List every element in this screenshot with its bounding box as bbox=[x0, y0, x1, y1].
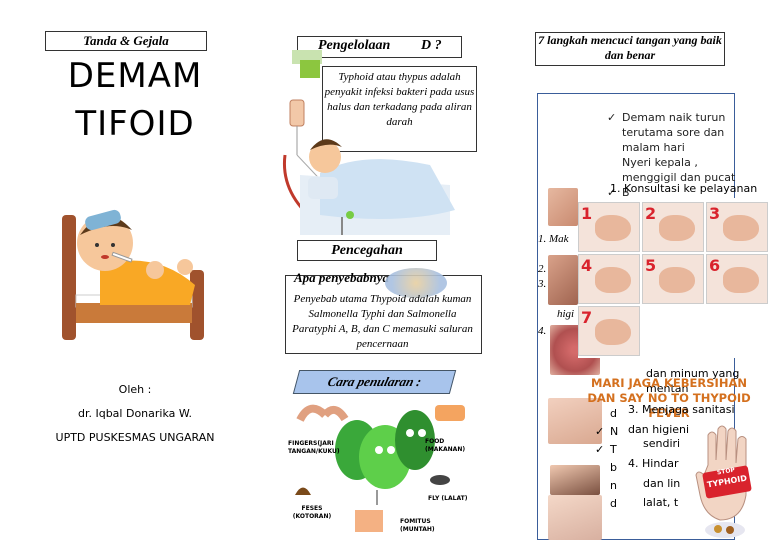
step-number: 4 bbox=[581, 256, 593, 275]
label-feces: FESES (KOTORAN) bbox=[292, 505, 332, 520]
side-letter: b bbox=[610, 461, 617, 474]
symptom-item: B bbox=[607, 185, 737, 200]
step-number: 3 bbox=[709, 204, 721, 223]
author-name: dr. Iqbal Donarika W. bbox=[77, 407, 192, 420]
handwash-title: 7 langkah mencuci tangan yang baik dan b… bbox=[535, 32, 725, 66]
green-accent-square bbox=[300, 60, 320, 78]
left-fragment-1: 1. Mak bbox=[538, 233, 569, 245]
cause-box bbox=[285, 275, 482, 354]
step-number: 5 bbox=[645, 256, 657, 275]
step-number: 2 bbox=[645, 204, 657, 223]
left-fragment-2: 2. bbox=[538, 263, 547, 275]
prevention-text-f: lalat, t bbox=[643, 496, 679, 509]
virus-badge bbox=[385, 268, 447, 298]
management-title: Pengelolaan bbox=[318, 38, 391, 53]
prevention-text-c: sendiri bbox=[643, 437, 681, 450]
cause-title: Apa penyebabnya bbox=[294, 270, 389, 285]
step-card-6: 6 bbox=[706, 254, 768, 304]
left-fragment-4: higi bbox=[557, 308, 575, 320]
stop-typhoid-sign bbox=[695, 425, 752, 538]
photo-hand-rash bbox=[548, 188, 578, 226]
prevention-text-e: dan lin bbox=[643, 477, 681, 490]
side-letter: T bbox=[595, 441, 624, 459]
organization-name: UPTD PUSKESMAS UNGARAN bbox=[55, 431, 215, 444]
photo-back bbox=[548, 495, 602, 540]
tag-tanda-gejala: Tanda & Gejala bbox=[45, 31, 207, 51]
photo-arm bbox=[548, 398, 602, 444]
prevention-title: Pencegahan bbox=[297, 240, 437, 261]
prevention-text-a: dan minum yang mentah bbox=[646, 367, 740, 395]
prevention-text-b: 3. Menjaga sanitasi dan higieni bbox=[628, 403, 735, 436]
side-letters: d N T b n d bbox=[595, 405, 624, 513]
label-food: FOOD (MAKANAN) bbox=[425, 438, 466, 453]
by-label: Oleh : bbox=[118, 383, 152, 396]
management-heading-box: Pengelolaan D ? bbox=[297, 36, 462, 58]
step-card-5: 5 bbox=[642, 254, 704, 304]
side-letter: n bbox=[610, 479, 617, 492]
photo-face bbox=[550, 465, 600, 495]
slogan: MARI JAGA KEBERSIHAN DAN SAY NO TO THYPO… bbox=[587, 376, 751, 420]
title-line-1: DEMAM bbox=[67, 56, 203, 96]
patient-illustration bbox=[282, 99, 455, 235]
management-suffix: D ? bbox=[421, 38, 442, 53]
cause-text: Penyebab utama Thypoid adalah kuman Salm… bbox=[292, 293, 473, 350]
title-line-2: TIFOID bbox=[75, 104, 195, 144]
symptom-list: Demam naik turun terutama sore dan malam… bbox=[607, 110, 737, 200]
label-fly: FLY (LALAT) bbox=[428, 495, 468, 502]
step-card-3: 3 bbox=[706, 202, 768, 252]
symptom-item: Nyeri kepala , menggigil dan pucat bbox=[622, 155, 737, 185]
step-card-1: 1 bbox=[578, 202, 640, 252]
consult-line: 1. Konsultasi ke pelayanan bbox=[610, 182, 758, 195]
label-fingers: FINGERS(JARI TANGAN/KUKU) bbox=[288, 440, 340, 455]
step-number: 7 bbox=[581, 308, 593, 327]
photo-arm-rash bbox=[548, 255, 578, 305]
left-fragment-5: 4. bbox=[538, 325, 547, 337]
transmission-title: Cara penularan : bbox=[292, 370, 457, 394]
side-letter: d bbox=[610, 497, 617, 510]
prevention-text-d: 4. Hindar bbox=[628, 457, 679, 470]
symptom-item: Demam naik turun terutama sore dan malam… bbox=[607, 110, 737, 155]
side-letter: d bbox=[610, 407, 617, 420]
side-letter: N bbox=[595, 423, 624, 441]
definition-box: Typhoid atau thypus adalah penyakit infe… bbox=[322, 66, 477, 152]
label-vomit: FOMITUS (MUNTAH) bbox=[400, 518, 435, 533]
left-fragment-3: 3. bbox=[538, 278, 547, 290]
step-number: 6 bbox=[709, 256, 721, 275]
sick-child-illustration bbox=[62, 209, 204, 340]
step-card-2: 2 bbox=[642, 202, 704, 252]
transmission-diagram bbox=[295, 404, 465, 532]
step-card-4: 4 bbox=[578, 254, 640, 304]
handwash-steps-chart: 1 2 3 4 5 6 7 bbox=[578, 198, 768, 358]
step-number: 1 bbox=[581, 204, 593, 223]
step-card-7: 7 bbox=[578, 306, 640, 356]
